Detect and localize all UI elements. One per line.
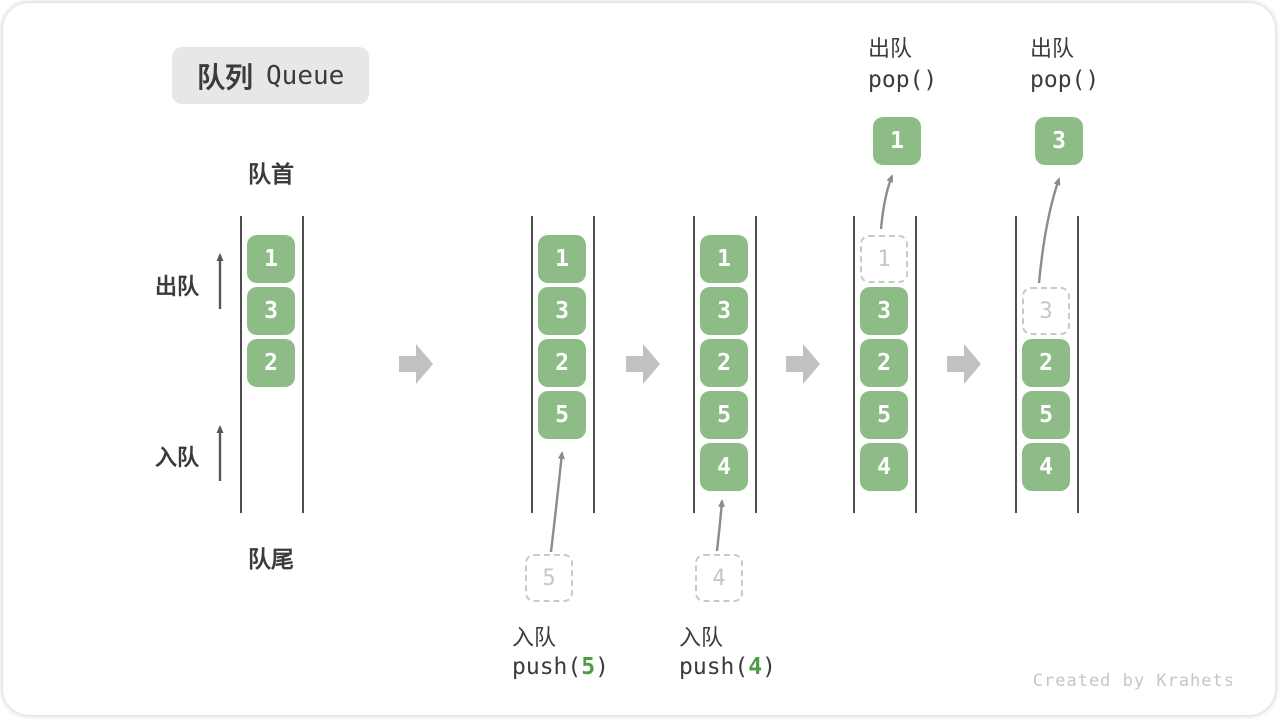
- queue-cell: 4: [700, 443, 748, 491]
- queue-cell-removed: 3: [1022, 287, 1070, 335]
- push-code-post: ): [595, 654, 609, 680]
- queue-wall-left: [693, 216, 695, 513]
- popped-cell: 1: [873, 117, 921, 165]
- queue-cell: 2: [247, 339, 295, 387]
- queue-cell: 3: [538, 287, 586, 335]
- pop-code-label: pop(): [1030, 67, 1100, 93]
- queue-cell: 2: [538, 339, 586, 387]
- queue-wall-left: [531, 216, 533, 513]
- queue-rear-label: 队尾: [248, 546, 294, 572]
- title-en: Queue: [266, 60, 345, 91]
- enqueue-side-label: 入队: [155, 445, 200, 470]
- pop1-arrow: [879, 174, 894, 230]
- push4-arrow: [715, 499, 725, 552]
- queue-cell: 2: [1022, 339, 1070, 387]
- queue-cell: 3: [247, 287, 295, 335]
- queue-cell: 5: [1022, 391, 1070, 439]
- queue-wall-right: [302, 216, 304, 513]
- right-arrow-icon: [399, 344, 433, 384]
- right-arrow-icon: [786, 344, 820, 384]
- title-zh: 队列: [197, 61, 254, 93]
- queue-cell: 4: [1022, 443, 1070, 491]
- queue-cell: 3: [860, 287, 908, 335]
- push-code-label: push(5): [512, 654, 609, 680]
- queue-wall-left: [240, 216, 242, 513]
- queue-cell: 5: [538, 391, 586, 439]
- queue-cell: 5: [860, 391, 908, 439]
- push-code-pre: push(: [512, 654, 582, 680]
- push-code-arg: 4: [748, 654, 763, 680]
- push5-arrow: [549, 451, 565, 553]
- pop-code-label: pop(): [868, 67, 938, 93]
- state-transition-arrow: [626, 343, 660, 385]
- popped-cell: 3: [1035, 117, 1083, 165]
- push-code-arg: 5: [581, 654, 596, 680]
- state-transition-arrow: [947, 343, 981, 385]
- queue-wall-left: [1015, 216, 1017, 513]
- right-arrow-icon: [626, 344, 660, 384]
- right-arrow-icon: [947, 344, 981, 384]
- enqueue-op-label: 入队: [512, 625, 557, 650]
- queue-cell: 2: [860, 339, 908, 387]
- push-code-post: ): [762, 654, 776, 680]
- queue-cell: 2: [700, 339, 748, 387]
- push-code-label: push(4): [679, 654, 776, 680]
- state-transition-arrow: [399, 343, 433, 385]
- watermark: Created by Krahets: [1032, 671, 1235, 691]
- queue-cell: 4: [860, 443, 908, 491]
- queue-cell: 3: [700, 287, 748, 335]
- dequeue-side-label: 出队: [155, 274, 200, 299]
- queue-cell: 1: [700, 235, 748, 283]
- queue-cell: 1: [538, 235, 586, 283]
- queue-wall-right: [1077, 216, 1079, 513]
- queue-cell: 1: [247, 235, 295, 283]
- queue-cell: 5: [700, 391, 748, 439]
- queue-cell-removed: 1: [860, 235, 908, 283]
- queue-front-label: 队首: [248, 161, 294, 187]
- queue-wall-right: [593, 216, 595, 513]
- enqueue-op-label: 入队: [679, 625, 724, 650]
- title-badge: 队列 Queue: [172, 47, 370, 104]
- enqueue-ghost-cell: 5: [525, 554, 573, 602]
- queue-wall-right: [755, 216, 757, 513]
- state-transition-arrow: [786, 343, 820, 385]
- enqueue-ghost-cell: 4: [695, 554, 743, 602]
- dequeue-op-label: 出队: [1030, 36, 1075, 61]
- dequeue-op-label: 出队: [868, 36, 913, 61]
- pop3-arrow: [1037, 177, 1061, 284]
- queue-wall-right: [915, 216, 917, 513]
- push-code-pre: push(: [679, 654, 749, 680]
- queue-wall-left: [853, 216, 855, 513]
